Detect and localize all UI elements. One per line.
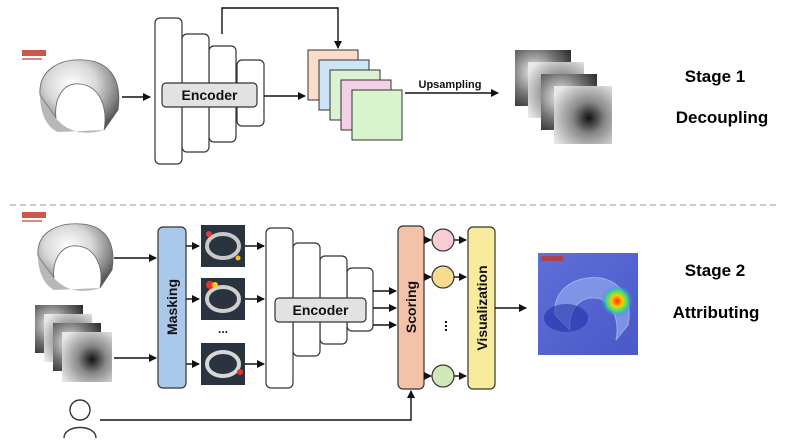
- stage1-encoder: Encoder: [154, 17, 265, 165]
- score-circles: ...: [424, 228, 467, 388]
- stage2-input-image: [22, 212, 114, 291]
- scoring-block: Scoring: [397, 225, 425, 390]
- user-icon: [63, 399, 97, 439]
- upsampled-maps-stack: [515, 50, 612, 144]
- score-circle-1: [431, 228, 455, 252]
- encoder1-label: Encoder: [181, 87, 238, 103]
- masked-image-1: [201, 225, 245, 267]
- stage1-title: Stage 1: [685, 67, 745, 86]
- stage1-subtitle: Decoupling: [676, 108, 769, 127]
- encoder2-label-box: [274, 297, 367, 323]
- heatmap-image: [538, 253, 638, 355]
- masking-block: Masking: [157, 226, 187, 389]
- encoder1-label-box: [161, 82, 258, 108]
- scoring-label: Scoring: [403, 281, 419, 333]
- visualization-block: Visualization: [467, 226, 496, 390]
- stage2-encoder: Encoder: [265, 227, 374, 389]
- feature-map-5: [351, 89, 403, 141]
- stage2-feature-maps-input: [35, 305, 112, 382]
- feature-maps-stack: [307, 49, 403, 141]
- score-circle-2: [431, 265, 455, 289]
- masking-label: Masking: [164, 279, 180, 335]
- arrow-skip-connection: [221, 7, 342, 49]
- masked-images: ...: [201, 225, 245, 385]
- logo-stamp: [22, 212, 46, 222]
- masked-images-ellipsis: ...: [218, 322, 228, 336]
- score-circle-3: [431, 364, 455, 388]
- logo-stamp: [22, 50, 46, 60]
- stage2-title: Stage 2: [685, 261, 745, 280]
- stage1-input-image: [22, 50, 120, 133]
- stage2-subtitle: Attributing: [673, 303, 760, 322]
- encoder2-label: Encoder: [292, 302, 349, 318]
- upsampling-label: Upsampling: [419, 79, 482, 91]
- masked-image-3: [201, 343, 245, 385]
- masked-image-2: [201, 278, 245, 320]
- arrow-user-to-scoring: [100, 390, 415, 421]
- visualization-label: Visualization: [474, 265, 490, 350]
- logo-stamp: [541, 256, 563, 261]
- score-ellipsis: ...: [434, 320, 450, 332]
